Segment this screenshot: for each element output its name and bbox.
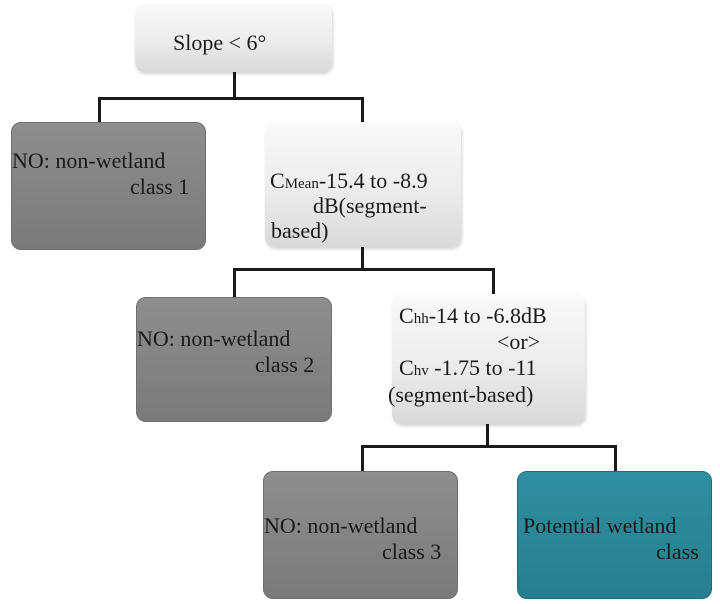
- chv-symbol: C: [399, 355, 414, 380]
- connector-level3-bar: [361, 445, 617, 448]
- cmean-range: -15.4 to -8.9: [318, 168, 428, 193]
- potential-wetland-node: Potential wetland class: [517, 471, 712, 599]
- chv-subscript: hv: [413, 363, 429, 379]
- chh-subscript: hh: [413, 311, 429, 327]
- chh-line: Chh-14 to -6.8dB: [399, 303, 547, 332]
- root-node: Slope < 6°: [135, 4, 332, 72]
- connector-to-wetland: [614, 445, 617, 472]
- no-node-class-2: NO: non-wetland class 2: [136, 297, 332, 422]
- chv-range: -1.75 to -11: [428, 355, 537, 380]
- no1-line1: NO: non-wetland: [12, 148, 166, 173]
- connector-to-no2: [233, 268, 236, 298]
- connector-level2-bar: [233, 268, 495, 271]
- cmean-node: CMean-15.4 to -8.9 dB(segment- based): [265, 122, 461, 247]
- cmean-subscript: Mean: [284, 176, 319, 192]
- or-line: <or>: [497, 329, 541, 354]
- wetland-line1: Potential wetland: [523, 513, 677, 538]
- no-node-class-1: NO: non-wetland class 1: [11, 122, 206, 250]
- chh-chv-node: Chh-14 to -6.8dB <or> Chv -1.75 to -11 (…: [388, 294, 585, 424]
- connector-node3-stem: [486, 424, 489, 447]
- no3-line2: class 3: [382, 539, 442, 564]
- root-label: Slope < 6°: [173, 30, 267, 55]
- connector-level1-bar: [98, 97, 364, 100]
- chv-line: Chv -1.75 to -11: [399, 355, 537, 384]
- cmean-line1: CMean-15.4 to -8.9: [270, 168, 428, 197]
- no1-line2: class 1: [130, 174, 190, 199]
- connector-to-no3: [361, 445, 364, 472]
- connector-root-stem: [233, 72, 236, 99]
- chh-symbol: C: [399, 303, 414, 328]
- no2-line2: class 2: [255, 352, 315, 377]
- segment-based-line: (segment-based): [388, 382, 534, 407]
- no-node-class-3: NO: non-wetland class 3: [263, 471, 458, 599]
- connector-to-node2: [361, 97, 364, 123]
- cmean-line2: dB(segment-: [313, 193, 427, 218]
- connector-to-no1: [98, 97, 101, 123]
- chh-range: -14 to -6.8dB: [428, 303, 547, 328]
- no2-line1: NO: non-wetland: [137, 326, 291, 351]
- connector-node2-stem: [361, 247, 364, 270]
- cmean-line3: based): [271, 218, 329, 243]
- no3-line1: NO: non-wetland: [264, 513, 418, 538]
- connector-to-node3: [492, 268, 495, 294]
- cmean-symbol: C: [270, 168, 285, 193]
- wetland-line2: class: [656, 539, 699, 564]
